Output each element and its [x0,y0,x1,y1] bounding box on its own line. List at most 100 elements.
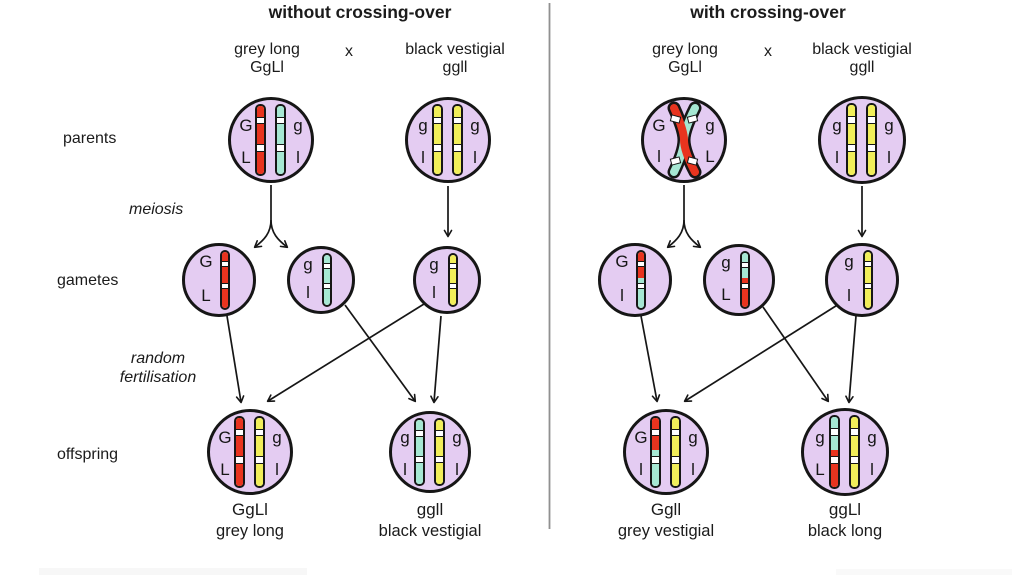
locus-band [236,456,243,464]
allele-label: l [870,460,874,479]
allele-label: g [688,428,698,447]
crossing-chromosomes [667,101,702,179]
allele-label: L [815,460,825,479]
locus-band [416,455,423,463]
allele-label: g [721,253,731,272]
allele-label: l [887,148,891,167]
right-cross-father-phenotype: black vestigial [812,41,912,58]
allele-label: L [721,285,731,304]
locus-band [851,456,858,464]
locus-band [450,263,456,269]
allele-label: g [418,116,428,135]
locus-band [638,283,644,290]
chromosome [448,253,458,307]
locus-band [277,144,284,152]
chromosome [670,416,681,488]
chromosome [434,418,445,486]
chromosome [452,104,463,176]
offspring-genotype-label: ggll [416,500,444,519]
allele-label: L [220,460,230,479]
row-label-gametes: gametes [57,272,119,289]
locus-band [434,144,441,152]
right-cross-symbol: x [764,43,772,60]
left-cross-father-phenotype: black vestigial [405,41,505,58]
locus-band [257,116,264,125]
locus-band [848,116,855,124]
left-cross-father-genotype: ggll [442,59,468,76]
locus-band [256,428,263,437]
locus-band [851,428,858,436]
background-window-edges [39,568,1012,575]
chromosome [432,104,443,176]
offspring-genotype-label: ggLl [828,500,862,519]
locus-band [222,283,228,290]
allele-label: g [452,428,462,447]
locus-band [848,144,855,152]
allele-label: g [844,252,854,271]
locus-band [742,283,748,290]
locus-band [831,428,838,436]
locus-band [868,116,875,124]
locus-band [324,283,330,289]
locus-band [652,428,659,437]
locus-band [450,283,456,289]
locus-band [672,456,679,464]
offspring-genotype-label: GgLl [232,500,268,519]
fertilisation-arrows [226,303,857,404]
left-half-title: without crossing-over [268,2,452,22]
allele-label: l [455,460,459,479]
chromosome [636,250,646,310]
allele-label: l [473,148,477,167]
allele-label: g [272,428,282,447]
locus-band [277,116,284,125]
chromosome [849,415,860,489]
allele-label: l [847,286,851,305]
offspring-phenotype-label: black vestigial [378,522,482,540]
locus-band [454,116,461,125]
allele-label: g [832,116,842,135]
locus-band [865,260,871,268]
meiosis-arrows [253,185,867,249]
allele-label: l [296,148,300,167]
chromosome [275,104,286,176]
chromosome [740,251,750,309]
allele-label: l [306,283,310,302]
chromosome [254,416,265,488]
left-cross-symbol: x [345,43,353,60]
chromosome [866,103,877,177]
chromosome [255,104,266,176]
allele-label: G [634,428,648,447]
chromosome [829,415,840,489]
chromosome [846,103,857,177]
allele-label: l [620,286,624,305]
locus-band [257,144,264,152]
locus-band [324,263,330,269]
locus-band [236,428,243,437]
row-label-meiosis: meiosis [129,201,184,218]
allele-label: g [884,116,894,135]
allele-label: L [241,148,251,167]
offspring-phenotype-label: grey vestigial [617,522,715,540]
left-cross-mother-genotype: GgLl [250,59,284,76]
allele-label: l [275,460,279,479]
allele-label: g [293,116,303,135]
locus-band [742,261,748,268]
allele-label: g [705,116,715,135]
locus-band [831,456,838,464]
locus-band [865,283,871,290]
allele-label: L [705,147,715,166]
allele-label: l [835,148,839,167]
allele-label: G [652,116,666,135]
allele-label: l [639,460,643,479]
